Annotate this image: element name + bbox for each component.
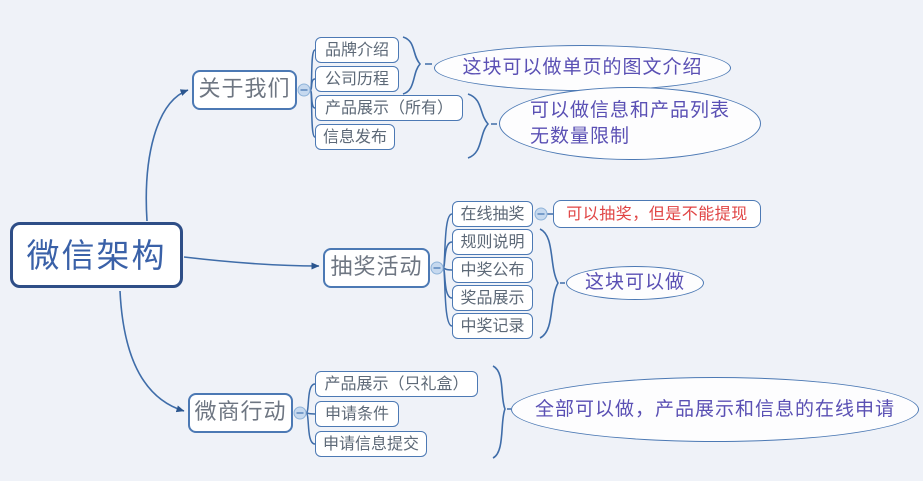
node-root[interactable]: 微信架构 (10, 222, 183, 288)
edge-root-lottery (183, 256, 320, 270)
node-news-release[interactable]: 信息发布 (315, 124, 395, 150)
node-rules[interactable]: 规则说明 (452, 229, 533, 255)
annotation-text: 全部可以做，产品展示和信息的在线申请 (534, 397, 895, 420)
annotation-all-can-be-done[interactable]: 全部可以做，产品展示和信息的在线申请 (511, 377, 919, 442)
node-about-us[interactable]: 关于我们 (192, 70, 297, 110)
edge-microbiz-giftbox (305, 383, 316, 414)
edge-microbiz-submit (305, 412, 316, 445)
annotation-info-product-list[interactable]: 可以做信息和产品列表 无数量限制 (499, 87, 761, 160)
annotation-text-line2: 无数量限制 (530, 124, 631, 147)
annotation-can-be-done[interactable]: 这块可以做 (566, 266, 704, 300)
edge-root-aboutus (145, 89, 189, 222)
node-product-display-all[interactable]: 产品展示（所有） (315, 95, 463, 121)
node-winning-records[interactable]: 中奖记录 (452, 313, 533, 339)
collapse-button-lottery[interactable] (430, 261, 444, 275)
collapse-button-online-lottery[interactable] (534, 207, 548, 221)
brace-aboutus-top (402, 36, 422, 95)
collapse-button-aboutus[interactable] (297, 83, 311, 97)
collapse-button-microbiz[interactable] (293, 406, 307, 420)
brace-lottery (539, 228, 559, 339)
node-lottery-activity[interactable]: 抽奖活动 (323, 248, 430, 288)
node-winner-announcement[interactable]: 中奖公布 (452, 257, 533, 283)
edge-root-microbiz (119, 290, 185, 413)
edge-lottery-records (442, 267, 453, 327)
node-application-conditions[interactable]: 申请条件 (315, 401, 399, 427)
node-brand-intro[interactable]: 品牌介绍 (315, 37, 399, 63)
annotation-single-page-intro[interactable]: 这块可以做单页的图文介绍 (434, 45, 731, 91)
edge-lottery-rules (442, 241, 453, 269)
annotation-text: 这块可以做单页的图文介绍 (462, 56, 703, 79)
node-micro-business[interactable]: 微商行动 (188, 393, 293, 433)
node-application-submit[interactable]: 申请信息提交 (315, 431, 427, 457)
note-lottery-no-withdraw[interactable]: 可以抽奖，但是不能提现 (553, 200, 761, 228)
annotation-text: 这块可以做 (584, 271, 685, 294)
brace-aboutus-bottom (467, 93, 490, 159)
brace-microbiz (492, 365, 506, 459)
node-company-history[interactable]: 公司历程 (315, 66, 399, 92)
node-prize-display[interactable]: 奖品展示 (452, 285, 533, 311)
edge-aboutus-news (309, 89, 316, 138)
node-product-display-giftbox[interactable]: 产品展示（只礼盒） (315, 371, 478, 397)
annotation-text-line1: 可以做信息和产品列表 (530, 98, 731, 121)
node-online-lottery[interactable]: 在线抽奖 (452, 201, 533, 227)
